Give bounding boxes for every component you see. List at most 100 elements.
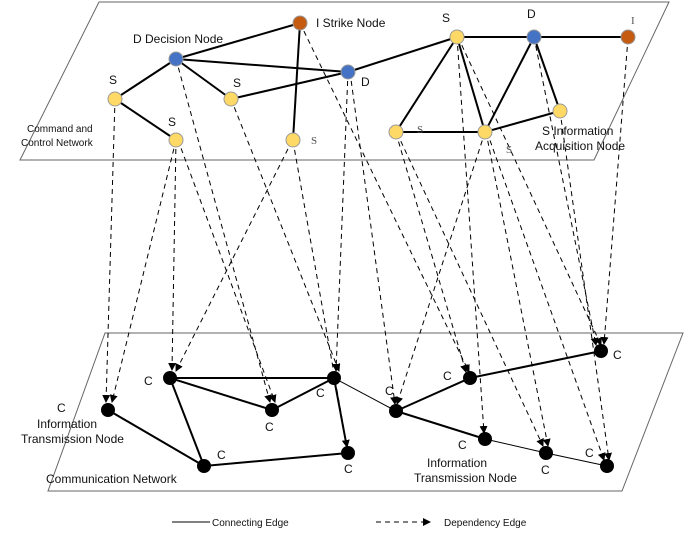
dependency-edge [486, 131, 606, 461]
communication-plane [47, 332, 684, 492]
decision-node-label: D Decision Node [133, 32, 223, 46]
strike-node-label: I Strike Node [316, 16, 386, 30]
connecting-edge [114, 58, 177, 100]
connecting-edge [203, 452, 349, 467]
node-letter: I [631, 15, 635, 27]
comm-node [197, 459, 211, 473]
comm-node [327, 371, 341, 385]
connecting-edge [347, 36, 458, 73]
sensor-node [223, 91, 239, 107]
connecting-edge [456, 36, 486, 133]
connecting-edge [484, 36, 535, 133]
dependency-edge [600, 37, 629, 345]
node-letter: C [458, 438, 467, 452]
connecting-edge [395, 377, 471, 412]
connecting-edges-top [114, 22, 628, 141]
node-letter: C [613, 348, 622, 362]
node-letter: D [527, 7, 536, 21]
node-letter: C [316, 386, 325, 400]
node-letter: C [443, 369, 452, 383]
info-transmission-left-line2: Transmission Node [21, 432, 124, 446]
comm-node [265, 403, 279, 417]
connecting-edge [333, 377, 349, 454]
dependency-edge [292, 140, 350, 448]
connecting-edge [175, 58, 349, 73]
node-letter: S [109, 73, 117, 87]
connecting-edge [271, 377, 335, 411]
dependency-edge [559, 110, 612, 461]
dependency-edge [396, 132, 544, 447]
node-letter: S [506, 144, 512, 156]
comm-node [101, 403, 115, 417]
node-letter: C [144, 374, 153, 388]
comm-node [594, 344, 608, 358]
connecting-edge [292, 22, 301, 141]
legend: Connecting Edge Dependency Edge [172, 518, 527, 529]
dependency-edge [349, 71, 399, 405]
connecting-edges-thin [333, 377, 608, 467]
sensor-node [285, 132, 301, 148]
node-letter: C [385, 384, 394, 398]
command-control-network-label-line1: Command and [27, 124, 93, 135]
connecting-edge [533, 36, 561, 112]
connecting-edge [169, 377, 205, 467]
sensor-node [477, 124, 493, 140]
connecting-edge [114, 98, 177, 141]
dependency-edge [168, 139, 177, 371]
top-nodes [107, 15, 636, 148]
connecting-edge [175, 58, 232, 100]
node-letter: S [311, 135, 317, 147]
connecting-edge [545, 452, 608, 467]
dependency-edge [395, 131, 486, 405]
dependency-edge [457, 36, 602, 346]
dependency-edges [102, 22, 629, 461]
node-letter: C [541, 463, 550, 477]
info-acquisition-label-line1: S Information [542, 124, 613, 138]
decision-node [168, 51, 184, 67]
command-control-plane [19, 1, 670, 161]
info-transmission-left-c: C [57, 401, 66, 415]
bottom-nodes [101, 344, 614, 473]
connecting-edge [175, 22, 301, 60]
comm-node [600, 459, 614, 473]
connecting-edge [484, 438, 547, 454]
node-letter: S [233, 76, 241, 90]
node-letter: C [344, 462, 353, 476]
comm-node [478, 432, 492, 446]
command-control-network-label-line2: Control Network [21, 138, 94, 149]
connecting-edge [333, 377, 397, 412]
info-transmission-right-line2: Transmission Node [414, 471, 517, 485]
comm-node [163, 371, 177, 385]
sensor-node [449, 29, 465, 45]
comm-node [539, 446, 553, 460]
node-letter: S [417, 124, 423, 136]
dependency-edge [102, 98, 116, 403]
sensor-node [552, 103, 568, 119]
info-transmission-right-line1: Information [427, 456, 487, 470]
dependency-edge [456, 36, 488, 434]
connecting-edge [395, 410, 486, 440]
node-letter: D [361, 75, 370, 89]
node-letter: S [168, 115, 176, 129]
connecting-edge [469, 350, 602, 379]
connecting-edge [484, 110, 561, 133]
dependency-edge [299, 22, 470, 373]
dependency-edge [230, 98, 341, 372]
connecting-edge [230, 71, 349, 100]
decision-node [340, 64, 356, 80]
legend-connecting-edge-label: Connecting Edge [212, 518, 289, 529]
dependency-edge [175, 58, 273, 403]
dependency-edge [485, 131, 551, 447]
communication-network-label: Communication Network [46, 472, 178, 486]
connecting-edge [169, 377, 273, 411]
comm-node [341, 446, 355, 460]
info-acquisition-label-line2: Acquisition Node [535, 139, 625, 153]
strike-node [620, 29, 636, 45]
info-transmission-left-line1: Information [37, 417, 97, 431]
sensor-node [388, 124, 404, 140]
node-letter: C [585, 446, 594, 460]
sensor-node [107, 91, 123, 107]
node-letter: C [217, 448, 226, 462]
connecting-edge [107, 409, 205, 467]
